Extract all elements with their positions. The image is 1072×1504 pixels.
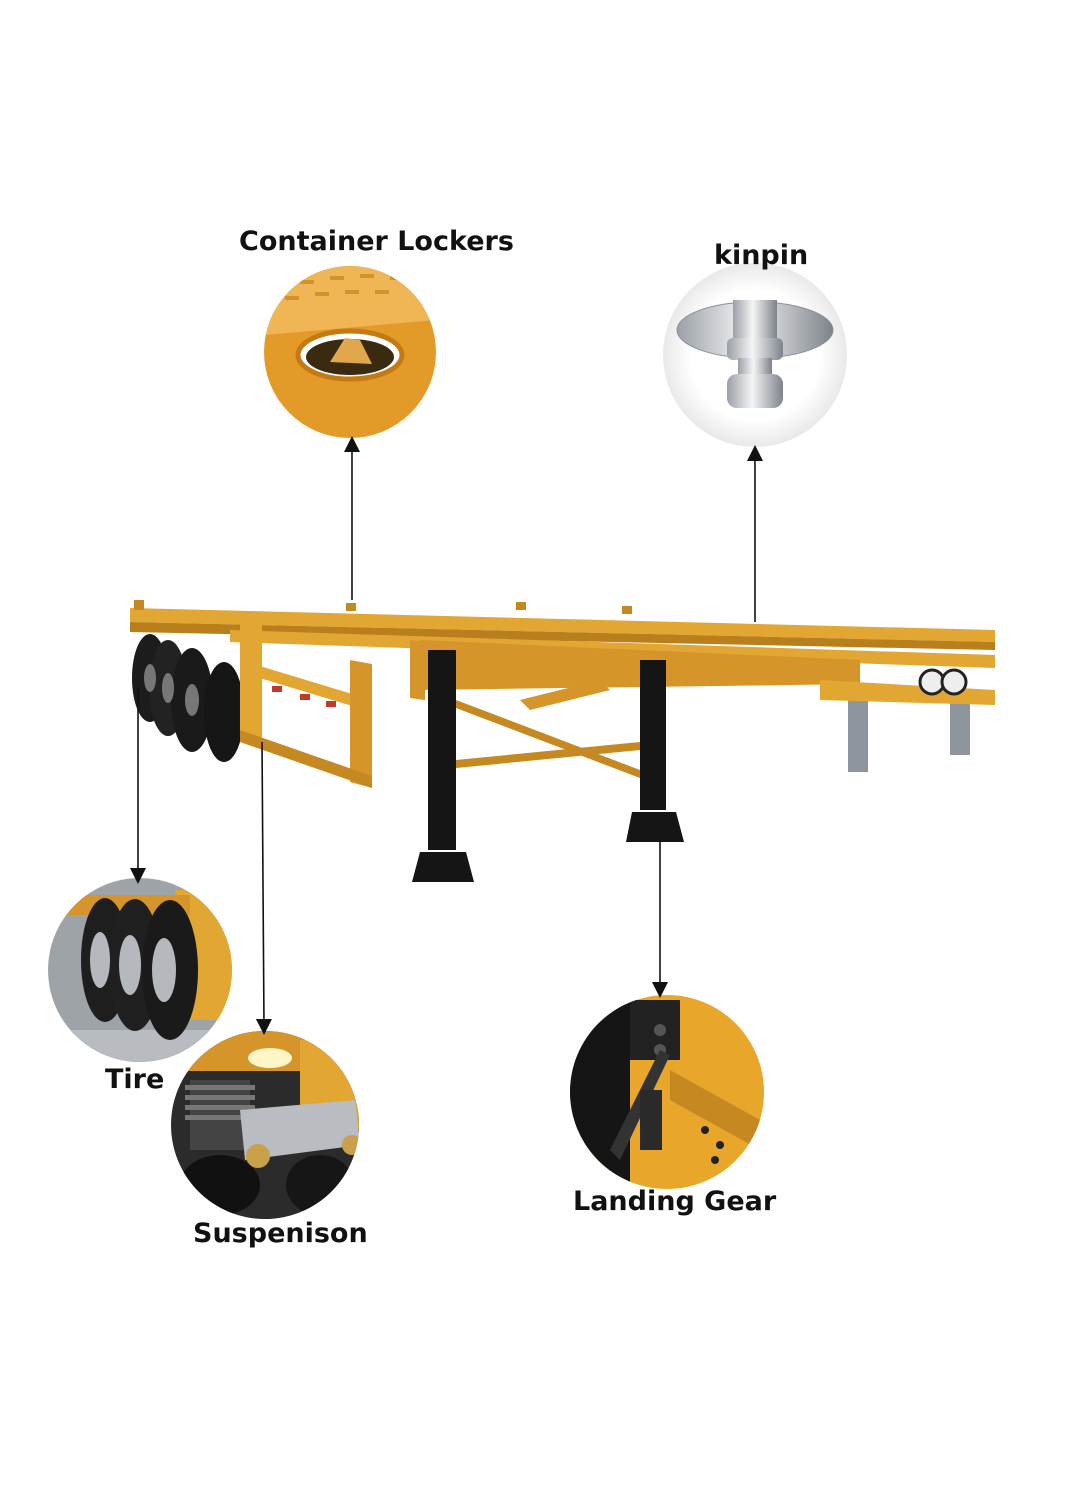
container-lockers-label: Container Lockers xyxy=(239,226,514,257)
landing-gear-photo xyxy=(570,995,764,1189)
suspension-label: Suspenison xyxy=(193,1218,368,1249)
arrow-suspension xyxy=(255,741,272,1035)
container-locker-photo xyxy=(264,266,436,438)
arrows xyxy=(130,436,763,1035)
kingpin-label: kinpin xyxy=(714,240,809,271)
suspension-photo xyxy=(171,1031,359,1219)
trailer-chassis xyxy=(130,600,995,882)
tire-label: Tire xyxy=(105,1064,165,1095)
tire-photo xyxy=(48,878,232,1062)
landing-gear-label: Landing Gear xyxy=(573,1186,777,1217)
landing-gear-legs xyxy=(412,650,684,882)
kingpin-photo xyxy=(663,263,847,447)
rear-tires xyxy=(132,634,244,762)
